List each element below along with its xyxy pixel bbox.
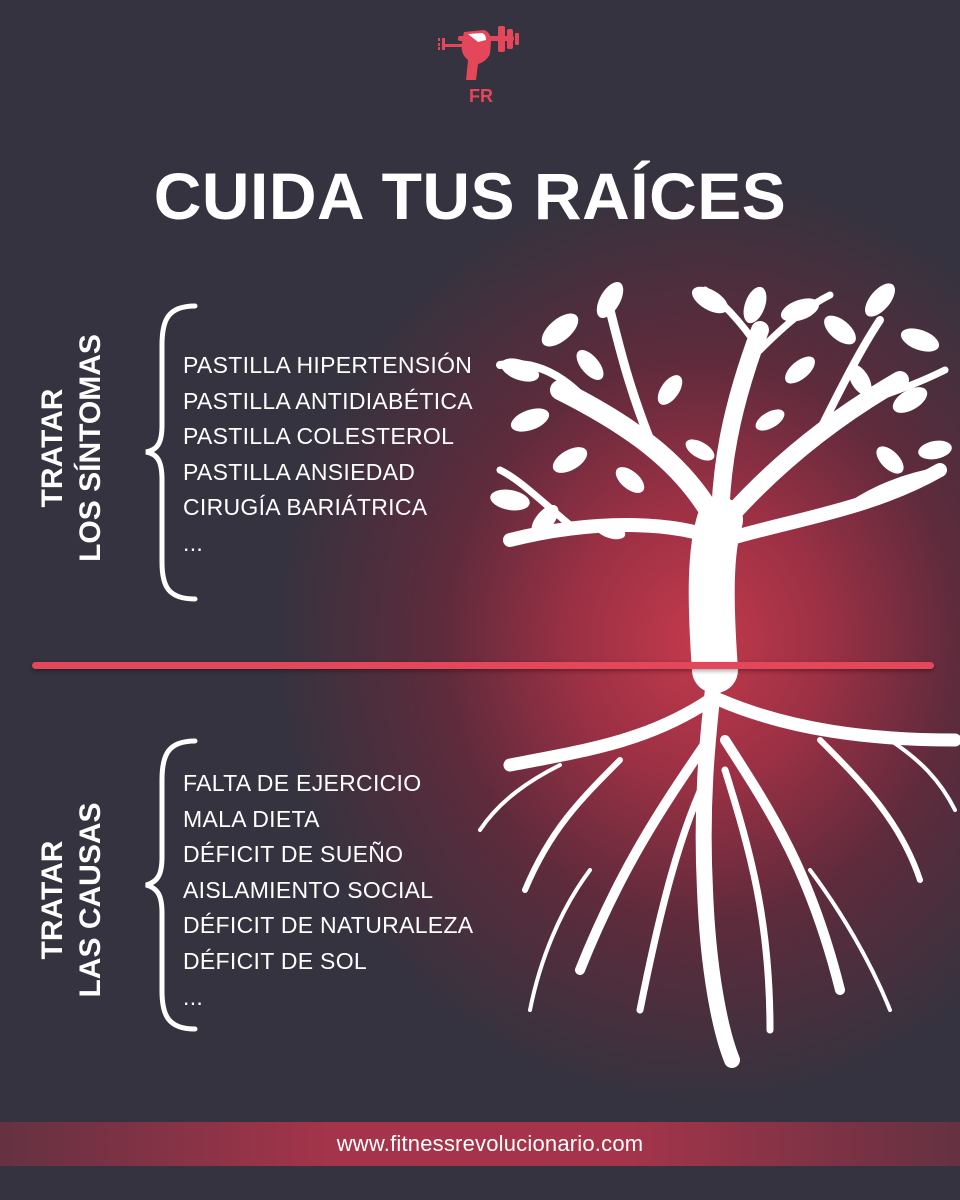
causes-list: FALTA DE EJERCICIO MALA DIETA DÉFICIT DE… bbox=[183, 766, 473, 1015]
page-title: CUIDA TUS RAÍCES bbox=[153, 159, 787, 233]
list-item: DÉFICIT DE NATURALEZA bbox=[183, 912, 474, 939]
curly-brace-icon bbox=[140, 300, 200, 605]
symptoms-label-line1: TRATAR bbox=[36, 388, 69, 508]
footer-url-link[interactable]: www.fitnessrevolucionario.com bbox=[336, 1131, 644, 1156]
list-item: PASTILLA COLESTEROL bbox=[183, 423, 455, 450]
curly-brace-icon bbox=[140, 735, 200, 1035]
list-item: DÉFICIT DE SUEÑO bbox=[183, 841, 404, 868]
causes-section-label: TRATAR LAS CAUSAS bbox=[34, 750, 114, 1050]
list-item: MALA DIETA bbox=[183, 805, 320, 832]
list-item: ... bbox=[183, 983, 204, 1010]
symptoms-section-label: TRATAR LOS SÍNTOMAS bbox=[34, 298, 114, 598]
symptoms-list: PASTILLA HIPERTENSIÓN PASTILLA ANTIDIABÉ… bbox=[183, 348, 473, 562]
causes-label-line2: LAS CAUSAS bbox=[74, 802, 107, 998]
list-item: FALTA DE EJERCICIO bbox=[183, 770, 422, 796]
fork-dumbbell-fist-logo-icon: FR bbox=[436, 20, 526, 110]
list-item: ... bbox=[183, 529, 204, 556]
footer-bar: www.fitnessrevolucionario.com bbox=[0, 1122, 960, 1166]
list-item: DÉFICIT DE SOL bbox=[183, 947, 367, 974]
causes-label-line1: TRATAR bbox=[36, 840, 69, 960]
list-item: PASTILLA HIPERTENSIÓN bbox=[183, 352, 473, 378]
list-item: CIRUGÍA BARIÁTRICA bbox=[183, 494, 428, 521]
list-item: AISLAMIENTO SOCIAL bbox=[183, 876, 434, 903]
tree-with-roots-icon bbox=[470, 270, 960, 1070]
list-item: PASTILLA ANSIEDAD bbox=[183, 458, 416, 485]
list-item: PASTILLA ANTIDIABÉTICA bbox=[183, 387, 473, 414]
ground-divider-line bbox=[32, 662, 934, 669]
symptoms-label-line2: LOS SÍNTOMAS bbox=[74, 334, 107, 562]
logo-monogram: FR bbox=[469, 86, 493, 106]
